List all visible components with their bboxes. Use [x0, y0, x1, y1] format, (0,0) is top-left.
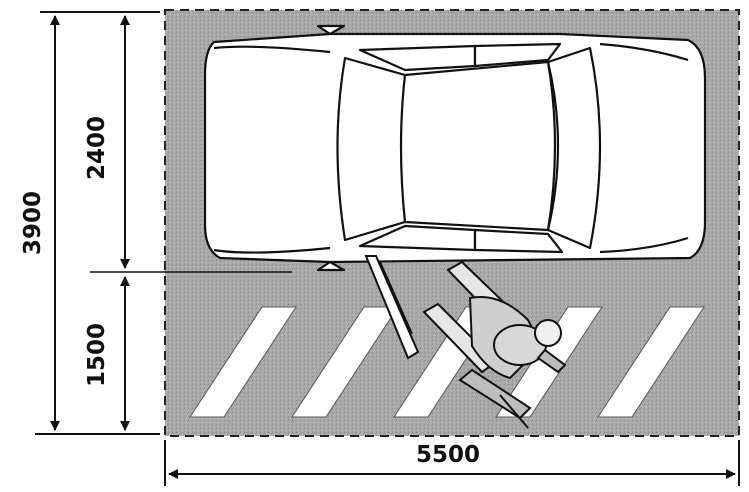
- label-bay-width: 5500: [416, 442, 480, 468]
- label-total-depth: 3900: [20, 191, 46, 255]
- dimension-bay-width: [164, 440, 740, 486]
- open-door: [364, 255, 420, 360]
- stripe-5: [597, 306, 705, 418]
- car-icon: [203, 24, 707, 272]
- label-access-zone-depth: 1500: [84, 323, 110, 387]
- stripe-1: [189, 306, 297, 418]
- wheelchair-user-icon: [422, 260, 567, 429]
- label-car-zone-depth: 2400: [84, 116, 110, 180]
- dimension-total-depth: [35, 11, 160, 435]
